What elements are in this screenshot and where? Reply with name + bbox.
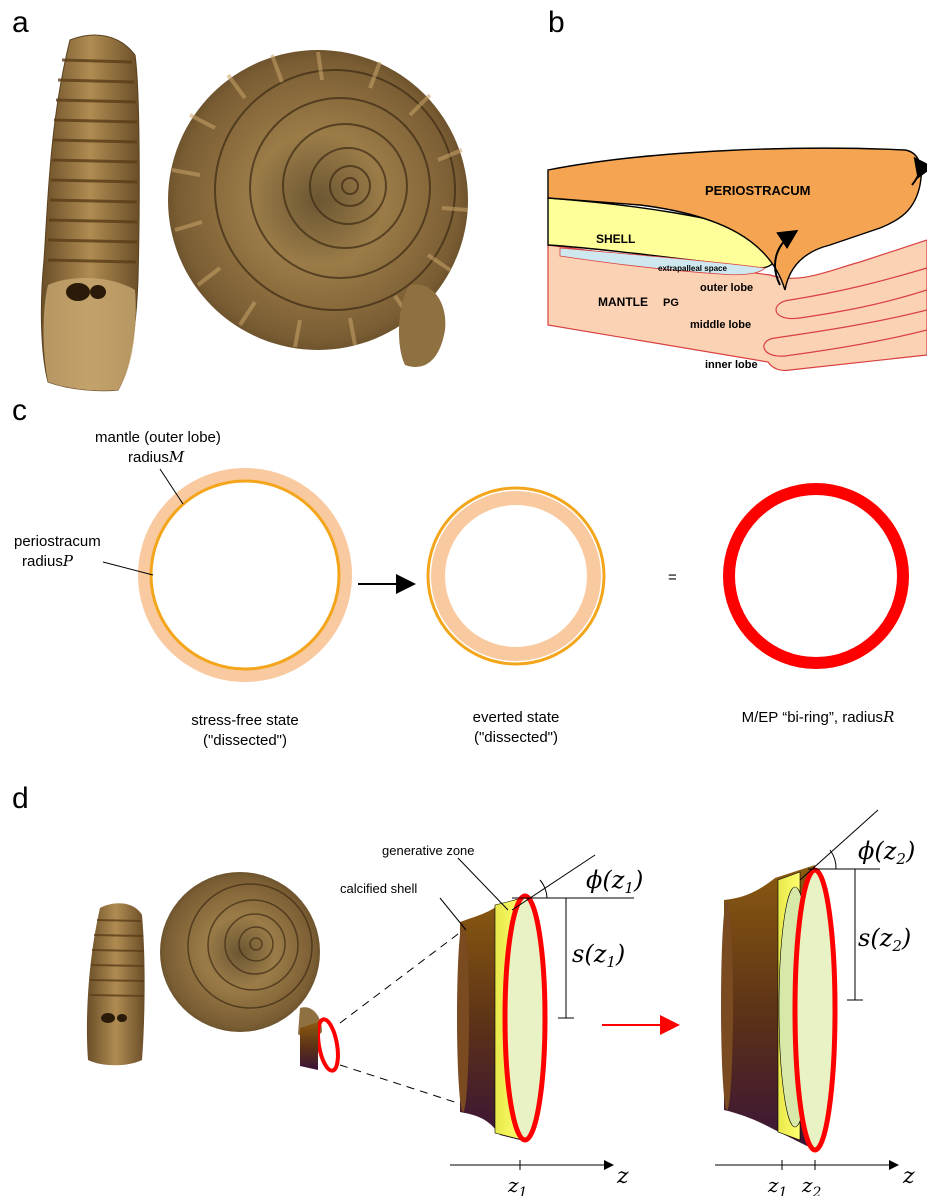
- mantle-label-radius: radiusM: [128, 448, 185, 466]
- panel-b-diagram: PERIOSTRACUM SHELL extrapalleal space ou…: [548, 148, 927, 371]
- periostracum-label-radius: radiusP: [22, 552, 74, 570]
- label-periostracum: PERIOSTRACUM: [705, 183, 810, 198]
- s-z2-label: s(z2): [858, 924, 911, 955]
- small-aperture-ring: [315, 1018, 342, 1072]
- equals-sign: =: [668, 569, 677, 586]
- z-axis-2-label: z: [902, 1164, 915, 1189]
- z-axis-1-label: z: [616, 1164, 629, 1189]
- biring-caption: M/EP “bi-ring”, radiusR: [742, 708, 895, 726]
- label-mantle: MANTLE: [598, 295, 648, 309]
- ammonite-face-view: [168, 50, 468, 367]
- label-middle-lobe: middle lobe: [690, 319, 751, 331]
- panel-label-d: d: [12, 782, 29, 815]
- panel-label-a: a: [12, 6, 29, 39]
- panel-d: generative zone calcified shell ϕ(z1) s(…: [87, 810, 915, 1196]
- bi-ring: [729, 489, 903, 663]
- calcified-shell-leader: [440, 898, 466, 930]
- periostracum-ring-stress-free: [151, 481, 339, 669]
- generative-zone-label: generative zone: [382, 843, 475, 858]
- periostracum-label-line1: periostracum: [14, 533, 101, 550]
- label-pg: PG: [663, 297, 679, 309]
- label-outer-lobe: outer lobe: [700, 282, 753, 294]
- mantle-label-line1: mantle (outer lobe): [95, 429, 221, 446]
- everted-caption-line2: ("dissected"): [474, 729, 558, 746]
- label-shell: SHELL: [596, 232, 635, 246]
- cone-z1: [457, 855, 634, 1140]
- small-ammonite-side-view: [87, 903, 145, 1065]
- small-ammonite-face-view: [160, 872, 322, 1038]
- generative-zone-leader: [458, 858, 508, 910]
- phi-z1-label: ϕ(z1): [586, 866, 643, 897]
- panel-label-c: c: [12, 394, 27, 427]
- stress-free-caption-line1: stress-free state: [191, 712, 299, 729]
- z1-tick-label-axis2: z1: [767, 1173, 787, 1196]
- cone-z2: [721, 810, 880, 1150]
- mantle-ring-stress-free: [145, 475, 345, 675]
- stress-free-caption-line2: ("dissected"): [203, 732, 287, 749]
- mantle-ring-everted: [438, 498, 594, 654]
- z2-tick-label-axis2: z2: [801, 1173, 822, 1196]
- panel-c: = mantle (outer lobe) radiusM periostrac…: [14, 429, 903, 749]
- ammonite-side-view: [41, 35, 139, 391]
- label-inner-lobe: inner lobe: [705, 359, 758, 371]
- everted-caption-line1: everted state: [473, 709, 560, 726]
- calcified-shell-label: calcified shell: [340, 881, 417, 896]
- label-extrapalleal-space: extrapalleal space: [658, 264, 727, 273]
- z1-tick-label: z1: [507, 1173, 527, 1196]
- periostracum-ring-everted: [428, 488, 604, 664]
- phi-z2-label: ϕ(z2): [858, 837, 915, 868]
- zoom-line-bottom: [340, 1065, 470, 1107]
- panel-label-b: b: [548, 6, 565, 39]
- s-z1-label: s(z1): [572, 940, 625, 971]
- zoom-line-top: [340, 925, 470, 1023]
